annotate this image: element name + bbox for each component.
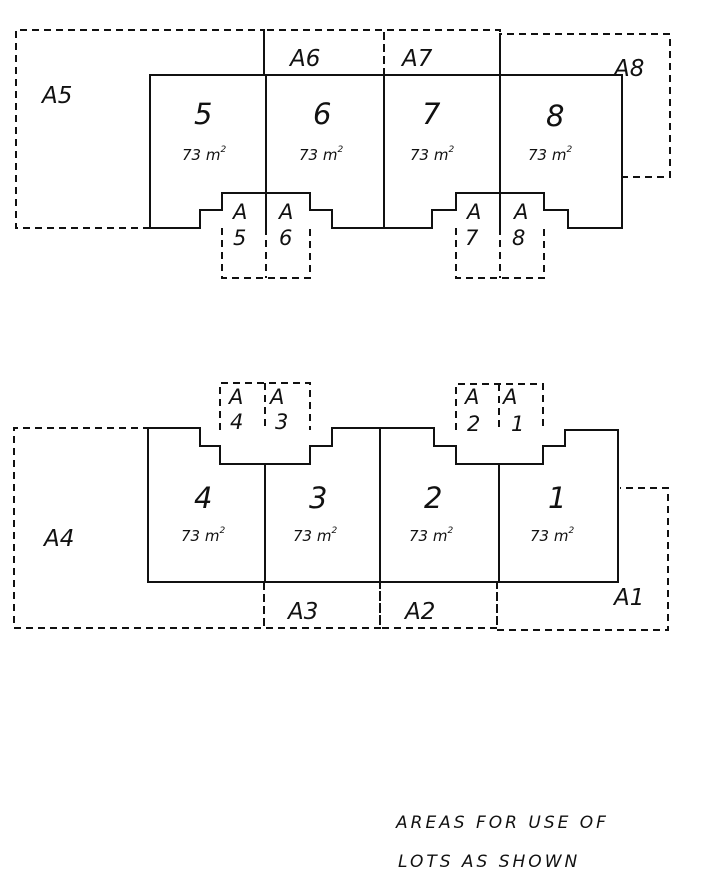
lot-number-6: 6 — [313, 97, 331, 131]
lot-area-5: 73 m2 — [182, 145, 226, 164]
lot-number-5: 5 — [194, 97, 212, 131]
area-a6-boundary — [263, 29, 385, 75]
area-a2-boundary — [379, 582, 498, 629]
subarea-letter-a8: A — [512, 200, 528, 224]
lot-area-4: 73 m2 — [181, 526, 225, 545]
subarea-letter-a4: A — [227, 385, 243, 409]
area-label-a7: A7 — [400, 46, 433, 72]
subarea-a7-a8-boundary — [455, 228, 545, 279]
subarea-number-a7: 7 — [465, 226, 479, 250]
area-label-a6: A6 — [288, 46, 320, 72]
lot-area-8: 73 m2 — [528, 145, 572, 164]
area-label-a4: A4 — [42, 526, 74, 552]
subarea-number-a8: 8 — [512, 226, 525, 250]
lot-area-7: 73 m2 — [410, 145, 454, 164]
subarea-a4-a3-boundary — [219, 382, 311, 430]
lot-number-4: 4 — [194, 481, 212, 515]
bottom-lot-dividers — [264, 428, 500, 582]
note-line-2: LOTS AS SHOWN — [398, 852, 580, 872]
subarea-number-a6: 6 — [279, 226, 292, 250]
subarea-letter-a1: A — [501, 385, 517, 409]
area-label-a1: A1 — [612, 585, 644, 611]
lot-number-8: 8 — [546, 99, 564, 133]
lot-number-3: 3 — [309, 481, 327, 515]
area-label-a3: A3 — [286, 599, 318, 625]
top-building-outline — [149, 74, 623, 229]
area-a1-boundary — [496, 487, 669, 631]
lot-area-1: 73 m2 — [530, 526, 574, 545]
top-lot-dividers — [265, 75, 501, 228]
area-a5-boundary — [15, 29, 265, 229]
subarea-number-a3: 3 — [275, 410, 288, 434]
lot-number-7: 7 — [422, 97, 441, 131]
bottom-building-outline — [147, 427, 619, 583]
lot-number-1: 1 — [548, 481, 566, 515]
lot-area-6: 73 m2 — [299, 145, 343, 164]
subarea-letter-a7: A — [465, 200, 481, 224]
subarea-letter-a6: A — [277, 200, 293, 224]
subarea-number-a5: 5 — [233, 226, 246, 250]
subarea-number-a1: 1 — [511, 412, 524, 436]
subarea-number-a2: 2 — [467, 412, 480, 436]
subarea-number-a4: 4 — [230, 410, 243, 434]
area-a3-boundary — [263, 582, 381, 629]
area-label-a8: A8 — [612, 56, 644, 82]
subarea-letter-a2: A — [463, 385, 479, 409]
area-a7-boundary — [383, 29, 501, 75]
subarea-a2-a1-boundary — [455, 383, 544, 430]
subarea-a5-a6-boundary — [221, 228, 311, 279]
lot-number-2: 2 — [424, 481, 442, 515]
area-a8-boundary — [499, 33, 671, 178]
lot-area-3: 73 m2 — [293, 526, 337, 545]
note-line-1: AREAS FOR USE OF — [395, 813, 609, 833]
lot-area-2: 73 m2 — [409, 526, 453, 545]
area-label-a5: A5 — [40, 83, 72, 109]
subarea-letter-a5: A — [231, 200, 247, 224]
subarea-letter-a3: A — [268, 385, 284, 409]
area-label-a2: A2 — [403, 599, 435, 625]
